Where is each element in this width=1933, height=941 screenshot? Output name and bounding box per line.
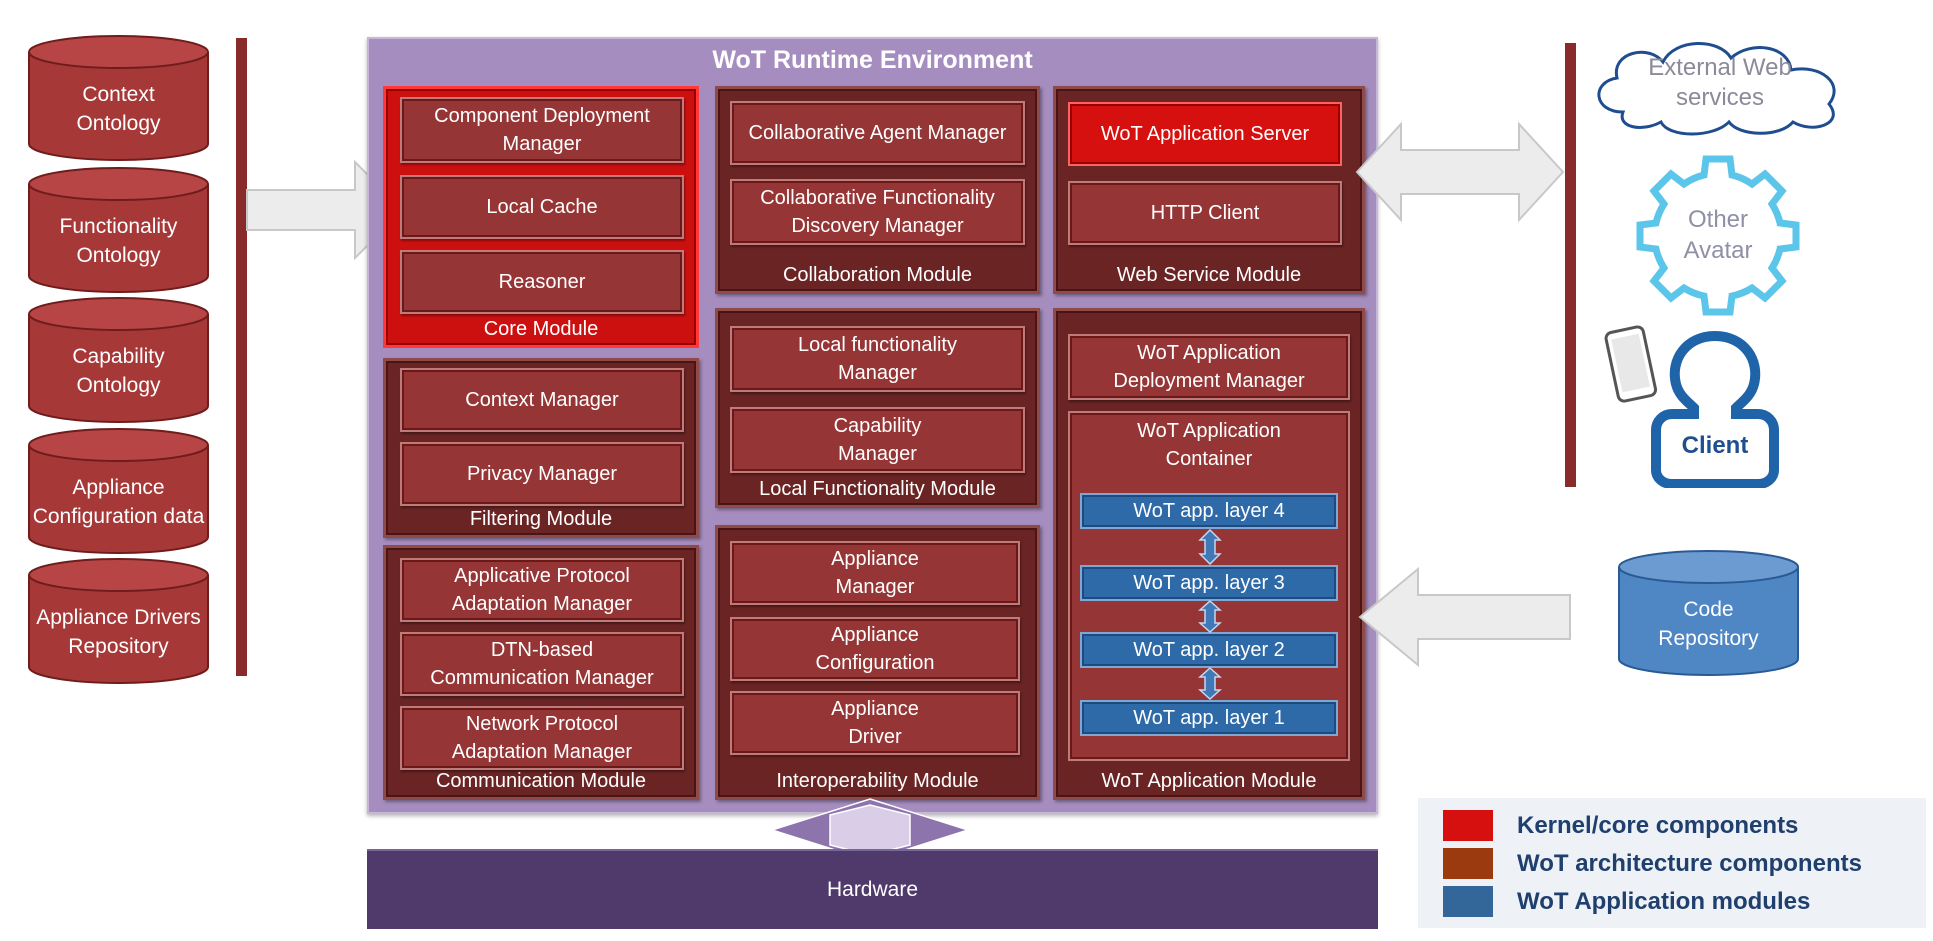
legend: [1418, 798, 1926, 928]
appliance-driver: Appliance Driver: [730, 691, 1020, 755]
database-icon: [28, 35, 209, 161]
module-label: Local Functionality Module: [759, 478, 996, 500]
database-label: Appliance Drivers Repository: [36, 606, 201, 658]
module-label: Filtering Module: [469, 508, 613, 530]
module-label: Core Module: [483, 318, 599, 340]
bidirectional-arrow-icon: [1355, 122, 1565, 222]
legend-swatch-kernel: [1443, 810, 1493, 841]
right-divider-bar: [1565, 43, 1576, 487]
component-deployment-manager: Component Deployment Manager: [400, 97, 684, 163]
database-icon: [28, 167, 209, 293]
container-label: WoT Application Container: [1137, 420, 1281, 470]
network-protocol-adaptation-manager: Network Protocol Adaptation Manager: [400, 706, 684, 770]
local-cache: Local Cache: [400, 175, 684, 239]
client-user-icon: [1651, 330, 1779, 488]
wot-application-deployment-manager: WoT Application Deployment Manager: [1068, 334, 1350, 400]
module-label: Collaboration Module: [782, 264, 972, 286]
database-label: Functionality Ontology: [59, 215, 178, 267]
wot-app-layer-1: WoT app. layer 1: [1080, 700, 1338, 736]
wot-app-layer-3: WoT app. layer 3: [1080, 565, 1338, 601]
module-label: Communication Module: [435, 770, 647, 792]
gear-icon: [1636, 155, 1800, 316]
reasoner: Reasoner: [400, 250, 684, 314]
http-client: HTTP Client: [1068, 181, 1342, 245]
database-icon: [28, 558, 209, 684]
tablet-icon: [1604, 325, 1658, 403]
local-functionality-manager: Local functionality Manager: [730, 326, 1025, 392]
database-label: Context Ontology: [76, 83, 161, 135]
client-label: Client: [1681, 432, 1749, 459]
database-label: Appliance Configuration data: [32, 476, 205, 528]
legend-swatch-architecture: [1443, 848, 1493, 879]
database-icon: [1618, 550, 1799, 676]
applicative-protocol-adaptation-manager: Applicative Protocol Adaptation Manager: [400, 558, 684, 622]
layer-link-arrow-icon: [1198, 529, 1222, 565]
capability-manager: Capability Manager: [730, 407, 1025, 473]
collaborative-functionality-discovery-manager: Collaborative Functionality Discovery Ma…: [730, 179, 1025, 245]
layer-link-arrow-icon: [1198, 600, 1222, 633]
functionality-ontology-db: Functionality Ontology: [27, 166, 210, 294]
layer-link-arrow-icon: [1198, 667, 1222, 700]
hardware: Hardware: [367, 849, 1378, 929]
context-manager: Context Manager: [400, 368, 684, 432]
database-icon: [28, 428, 209, 554]
wot-application-server: WoT Application Server: [1068, 102, 1342, 166]
deploy-arrow-icon: [1358, 567, 1571, 667]
database-icon: [28, 297, 209, 423]
module-label: WoT Application Module: [1101, 770, 1317, 792]
external-web-services-label: External Web services: [1648, 54, 1792, 111]
context-ontology-db: Context Ontology: [27, 34, 210, 162]
capability-ontology-db: Capability Ontology: [27, 296, 210, 424]
privacy-manager: Privacy Manager: [400, 442, 684, 506]
runtime-title: WoT Runtime Environment: [712, 45, 1033, 74]
code-repository-db: Code Repository: [1617, 549, 1800, 677]
appliance-drivers-db: Appliance Drivers Repository: [27, 557, 210, 685]
legend-label-architecture: WoT architecture components: [1517, 850, 1862, 877]
legend-label-application: WoT Application modules: [1517, 888, 1811, 915]
legend-swatch-application: [1443, 886, 1493, 917]
collaborative-agent-manager: Collaborative Agent Manager: [730, 101, 1025, 165]
other-avatar-label: Other Avatar: [1683, 206, 1753, 264]
database-label: Capability Ontology: [72, 345, 165, 397]
database-label: Code Repository: [1658, 598, 1759, 650]
dtn-communication-manager: DTN-based Communication Manager: [400, 632, 684, 696]
hardware-link-arrow-icon: [770, 798, 970, 862]
module-label: Web Service Module: [1116, 264, 1302, 286]
appliance-configuration: Appliance Configuration: [730, 617, 1020, 681]
left-divider-bar: [236, 38, 247, 676]
cloud-icon: [1597, 42, 1836, 136]
module-label: Interoperability Module: [776, 770, 979, 792]
appliance-configuration-db: Appliance Configuration data: [27, 427, 210, 555]
wot-app-layer-4: WoT app. layer 4: [1080, 493, 1338, 529]
wot-app-layer-2: WoT app. layer 2: [1080, 632, 1338, 668]
appliance-manager: Appliance Manager: [730, 541, 1020, 605]
legend-label-kernel: Kernel/core components: [1517, 812, 1799, 839]
